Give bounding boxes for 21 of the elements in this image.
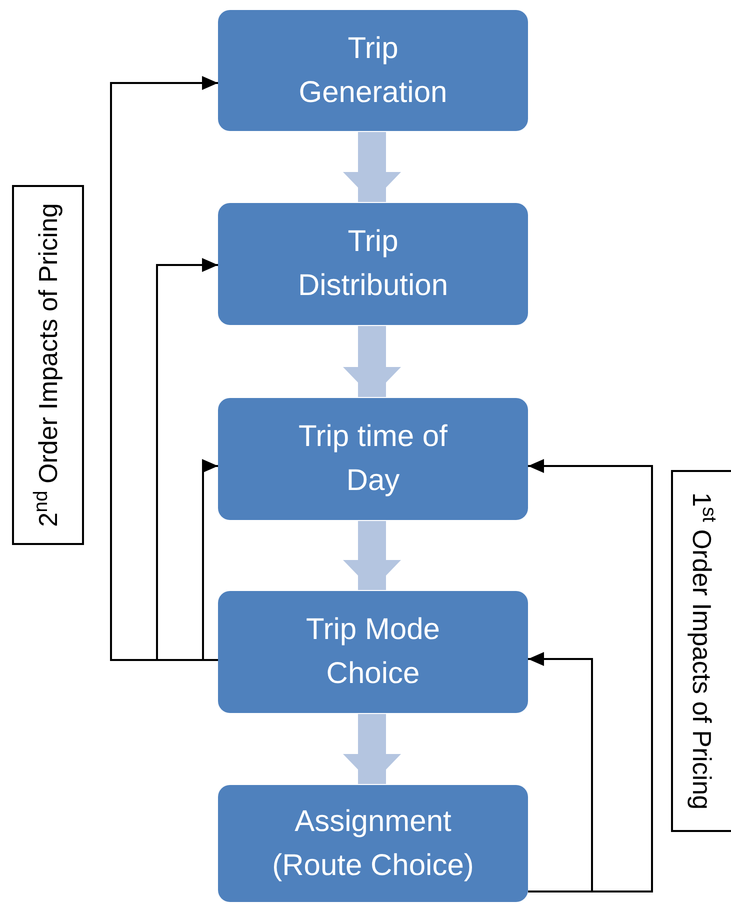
arrow <box>528 652 593 892</box>
process-box <box>218 10 528 131</box>
process-box <box>218 785 528 902</box>
label-box <box>12 185 84 545</box>
label-box <box>671 470 731 832</box>
arrow <box>110 76 218 661</box>
block-arrow <box>343 521 401 590</box>
box-label: Trip Generation <box>298 30 448 110</box>
box-label: Assignment (Route Choice) <box>271 804 475 884</box>
box-label: Trip Mode Choice <box>305 612 441 692</box>
block-arrow <box>343 326 401 397</box>
process-box <box>218 591 528 713</box>
box-label: Trip time of Day <box>298 419 448 499</box>
process-box <box>218 203 528 325</box>
block-arrow <box>343 714 401 784</box>
box-label: Trip Distribution <box>296 224 450 304</box>
arrow <box>528 459 653 892</box>
arrow <box>202 459 218 661</box>
arrow <box>156 258 218 661</box>
process-box <box>218 398 528 520</box>
block-arrow <box>343 132 401 202</box>
